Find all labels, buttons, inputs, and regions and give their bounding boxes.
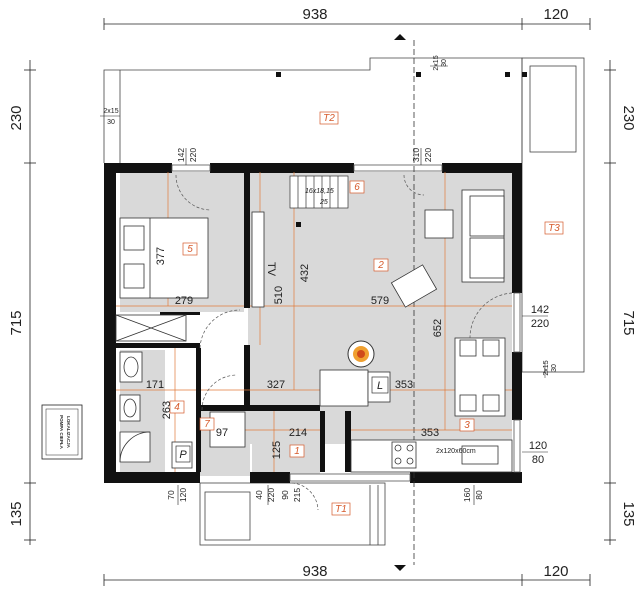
wardrobe <box>115 314 187 342</box>
window-top-right-width: 310 <box>411 148 421 162</box>
external-walls <box>104 163 522 483</box>
door-left-size: 2x15 <box>103 108 118 115</box>
room-1-label: 1 <box>294 446 300 457</box>
internal-walls <box>116 163 351 472</box>
stairs-note-tread: 25 <box>319 199 328 206</box>
heat-pump-stamp: POMPA CIEPŁA LOKALIZACJA <box>41 404 83 460</box>
dim-279: 279 <box>175 295 193 307</box>
terrace-t2 <box>103 57 523 163</box>
dim-97: 97 <box>216 427 228 439</box>
window-right-height: 220 <box>531 318 549 330</box>
bot-height-215: 215 <box>292 488 302 502</box>
tv-cabinet <box>251 211 265 308</box>
dim-top-terrace: 120 <box>543 6 568 23</box>
dim-353-lower: 353 <box>421 427 439 439</box>
room-5-label: 5 <box>187 244 193 255</box>
window-kitchen-width: 120 <box>529 440 547 452</box>
room-labels: 1 2 3 4 5 6 7 T1 T2 T3 <box>169 111 564 516</box>
window-right-width: 142 <box>531 304 549 316</box>
room-2-label: 2 <box>377 260 384 271</box>
door-top-size: 2x15 <box>433 55 440 70</box>
window-kitchen-height: 80 <box>532 454 544 466</box>
dim-bottom-terrace: 120 <box>543 563 568 580</box>
stamp-line-2: LOKALIZACJA <box>66 416 71 448</box>
dim-bottom-main: 938 <box>302 563 327 580</box>
door-right-height: 30 <box>551 364 558 372</box>
dim-171: 171 <box>146 379 164 391</box>
symbols: L P 2x120x60cm <box>175 222 476 463</box>
section-arrow-bottom <box>394 565 406 571</box>
stairs-note-steps: 16x18,15 <box>305 188 334 195</box>
bed <box>119 217 209 299</box>
inner-dim-texts: 279 377 510 432 579 652 171 263 327 353 … <box>146 247 444 459</box>
bot-height-120: 120 <box>178 488 188 502</box>
dim-263: 263 <box>161 401 173 419</box>
bot-height-220: 220 <box>266 488 276 502</box>
bot-width-160: 160 <box>462 488 472 502</box>
terrace-t1-label: T1 <box>335 504 347 515</box>
bot-width-40: 40 <box>254 490 264 500</box>
window-top-left-height: 220 <box>188 148 198 162</box>
dim-125: 125 <box>271 441 283 459</box>
dim-top-main: 938 <box>302 6 327 23</box>
door-right-size: 2x15 <box>543 360 550 375</box>
room-3-label: 3 <box>464 420 470 431</box>
fireplace <box>347 340 375 368</box>
tv-label: TV <box>265 262 277 277</box>
room-7-label: 7 <box>204 419 210 430</box>
bot-width-70: 70 <box>166 490 176 500</box>
symbol-l: L <box>377 380 383 392</box>
kitchen-unit <box>319 369 513 473</box>
dim-right-bot: 135 <box>620 501 637 526</box>
door-left-height: 30 <box>107 119 115 126</box>
terrace-t2-label: T2 <box>323 113 335 124</box>
dim-left-mid: 715 <box>8 310 25 335</box>
outer-dimensions <box>24 18 616 586</box>
stamp-line-1: POMPA CIEPŁA <box>59 415 64 450</box>
dim-right-top: 230 <box>620 105 637 130</box>
dim-left-top: 230 <box>8 105 25 130</box>
opening-labels: 142 220 310 220 142 220 120 80 2x15 30 2… <box>100 55 558 505</box>
dim-510: 510 <box>273 286 285 304</box>
door-swings <box>175 174 513 511</box>
bot-height-80: 80 <box>474 490 484 500</box>
dim-579: 579 <box>371 295 389 307</box>
door-top-height: 30 <box>441 59 448 67</box>
armchair <box>390 264 438 308</box>
window-top-right-height: 220 <box>423 148 433 162</box>
windows <box>171 164 521 482</box>
terrace-t3-label: T3 <box>548 223 560 234</box>
room-4-label: 4 <box>174 402 180 413</box>
symbol-p: P <box>179 449 187 461</box>
dim-353-upper: 353 <box>395 379 413 391</box>
dim-432: 432 <box>299 264 311 282</box>
dining-table <box>454 337 506 417</box>
kitchen-note: 2x120x60cm <box>436 448 476 455</box>
section-arrow-top <box>394 34 406 40</box>
terrace-t1 <box>199 482 386 546</box>
dim-327: 327 <box>267 379 285 391</box>
dim-right-mid: 715 <box>620 310 637 335</box>
bot-width-90: 90 <box>280 490 290 500</box>
dim-left-bot: 135 <box>8 501 25 526</box>
dim-652: 652 <box>432 319 444 337</box>
dim-214: 214 <box>289 427 307 439</box>
room-6-label: 6 <box>354 182 360 193</box>
sofa <box>424 189 505 283</box>
window-top-left-width: 142 <box>176 148 186 162</box>
stairs <box>289 175 349 209</box>
dim-377: 377 <box>155 247 167 265</box>
